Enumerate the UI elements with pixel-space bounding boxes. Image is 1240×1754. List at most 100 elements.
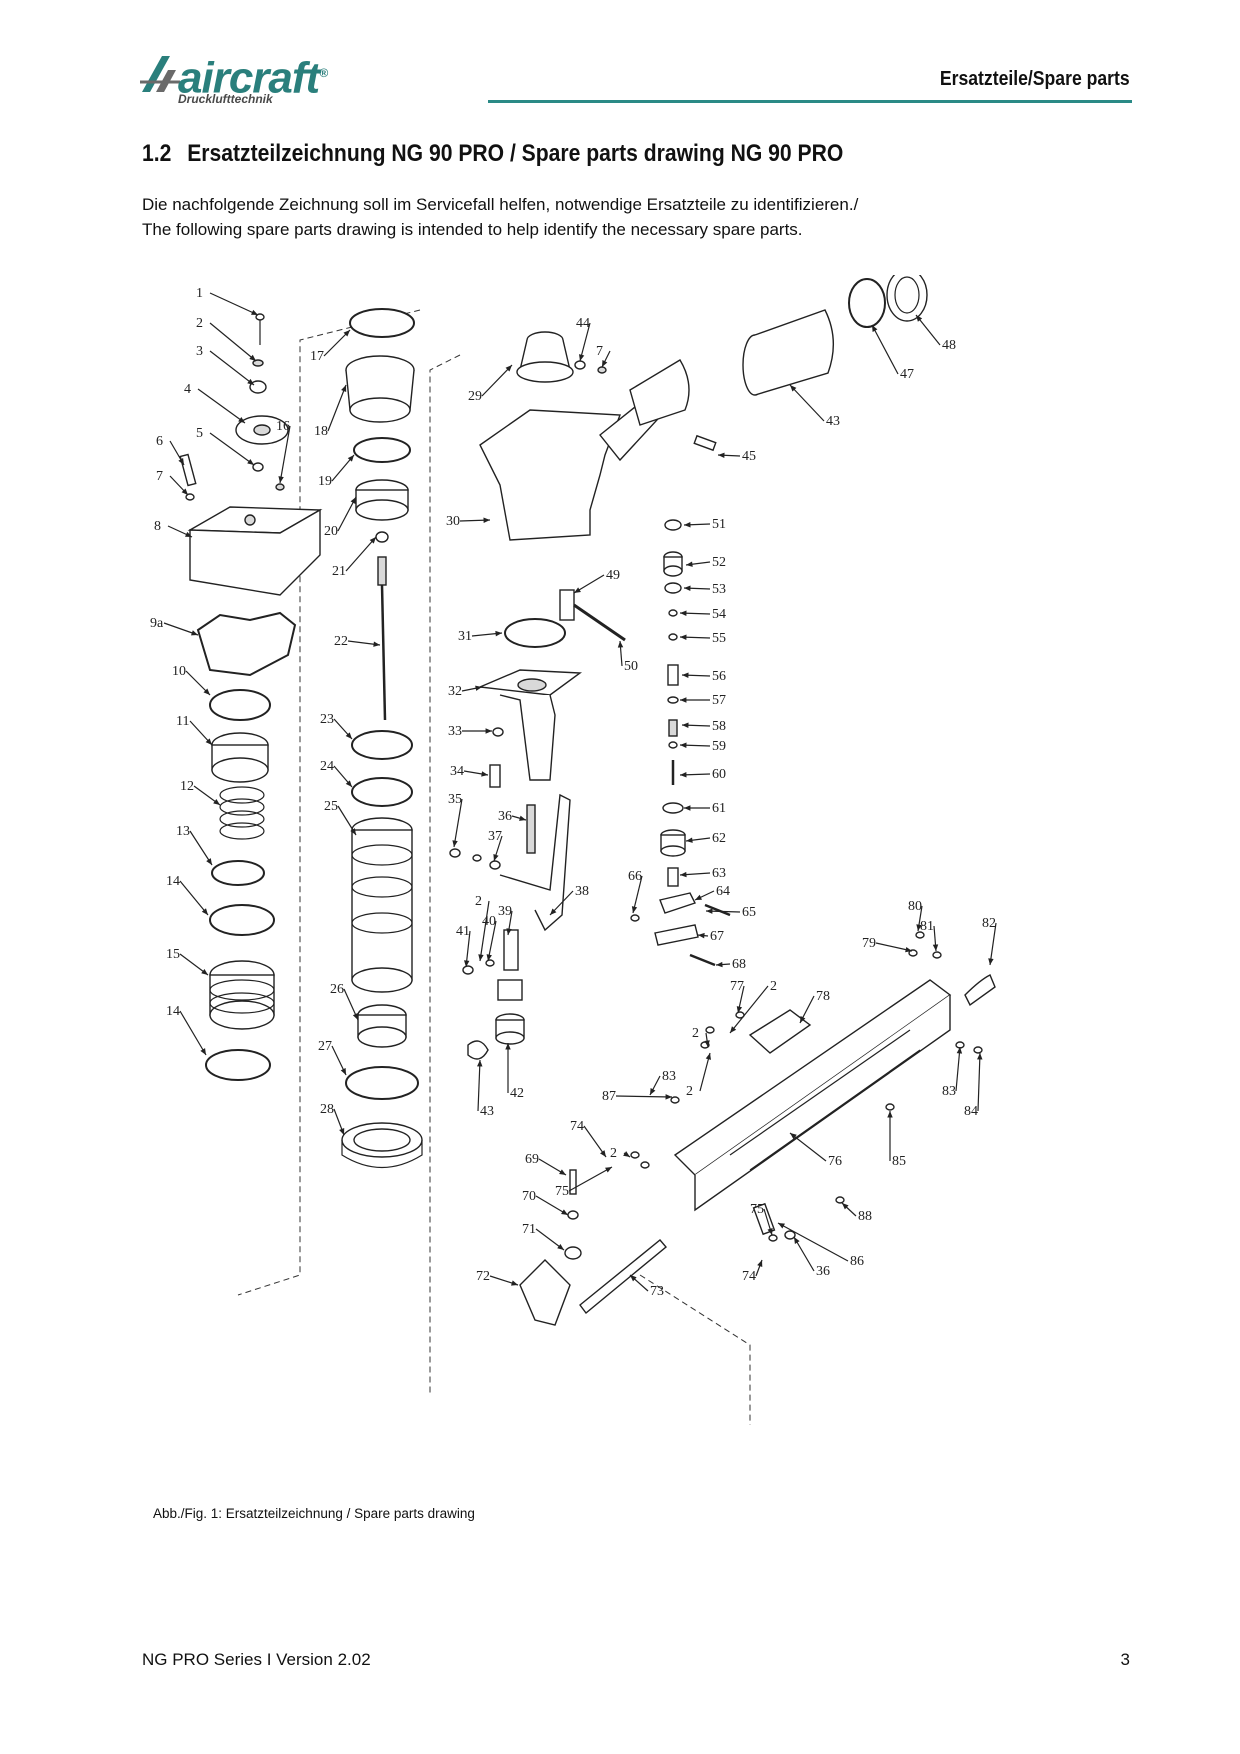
arrow-head-icon — [238, 417, 245, 423]
arrow-head-icon — [680, 610, 687, 616]
exploded-view-svg: 123456789a101112131415141617181920212223… — [150, 275, 997, 1425]
arrow-head-icon — [605, 1167, 612, 1173]
part-washer-2d — [705, 1026, 715, 1034]
arrow-head-icon — [617, 641, 624, 648]
callout-leader — [955, 1046, 961, 1092]
arrow-head-icon — [872, 325, 878, 332]
callout-leader — [699, 1052, 711, 1092]
arrow-head-icon — [602, 360, 608, 367]
callout-53: 53 — [683, 582, 726, 597]
callout-label: 76 — [828, 1154, 842, 1169]
arrow-head-icon — [213, 798, 220, 805]
arrow-head-icon — [201, 908, 208, 915]
arrow-head-icon — [205, 738, 212, 745]
callout-label: 16 — [276, 419, 290, 434]
part-valve-stem-56 — [667, 664, 679, 686]
callout-leader — [209, 350, 255, 386]
callout-label: 2 — [475, 894, 482, 909]
callout-leader — [871, 324, 899, 375]
intro-text: Die nachfolgende Zeichnung soll im Servi… — [142, 192, 1142, 242]
callout-label: 10 — [172, 664, 186, 679]
arrow-head-icon — [485, 728, 492, 734]
callout-leader — [327, 384, 347, 432]
footer-series: NG PRO Series I Version 2.02 — [142, 1650, 371, 1669]
callout-label: 77 — [730, 979, 744, 994]
callout-76: 76 — [789, 1132, 842, 1169]
callout-label: 84 — [964, 1104, 978, 1119]
callout-label: 30 — [446, 514, 460, 529]
arrow-head-icon — [511, 1280, 518, 1286]
part-bumper-26 — [357, 1004, 407, 1048]
callout-label: 57 — [712, 693, 726, 708]
callout-label: 27 — [318, 1039, 332, 1054]
part-trigger-lever-67 — [654, 924, 699, 946]
arrow-head-icon — [505, 1043, 511, 1050]
part-pin-69 — [569, 1169, 577, 1195]
callout-label: 5 — [196, 426, 203, 441]
callout-label: 2 — [770, 979, 777, 994]
callout-81: 81 — [920, 919, 939, 952]
callout-label: 83 — [662, 1069, 676, 1084]
callout-layer: 123456789a101112131415141617181920212223… — [150, 286, 997, 1299]
callout-45: 45 — [717, 449, 756, 464]
callout-2: 2 — [475, 894, 490, 962]
callout-15: 15 — [166, 947, 209, 976]
arrow-head-icon — [730, 1026, 737, 1033]
callout-24: 24 — [320, 759, 353, 788]
part-cylinder-ring-28 — [341, 1122, 423, 1169]
callout-label: 4 — [184, 382, 191, 397]
header-rule — [488, 100, 1132, 103]
callout-84: 84 — [964, 1052, 983, 1119]
callout-7: 7 — [156, 469, 189, 496]
part-trigger-64 — [659, 892, 696, 914]
arrow-head-icon — [794, 1237, 800, 1244]
arrow-head-icon — [716, 961, 723, 968]
part-bolt-34 — [489, 764, 501, 788]
callout-label: 24 — [320, 759, 334, 774]
callout-leader — [487, 920, 497, 962]
part-oring-31 — [504, 618, 566, 648]
callout-label: 39 — [498, 904, 512, 919]
part-spring-12 — [219, 786, 265, 840]
callout-leader — [977, 1052, 981, 1112]
callout-leader — [279, 425, 291, 484]
callout-label: 6 — [156, 434, 163, 449]
part-oring-24 — [351, 777, 413, 807]
section-title: Ersatzteilzeichnung NG 90 PRO / Spare pa… — [187, 140, 844, 167]
arrow-head-icon — [704, 1040, 710, 1047]
arrow-head-icon — [345, 780, 352, 787]
callout-74: 74 — [742, 1259, 763, 1284]
callout-label: 11 — [176, 714, 189, 729]
callout-48: 48 — [915, 314, 956, 353]
part-washer-2c — [768, 1234, 778, 1242]
callout-9a: 9a — [150, 616, 199, 636]
page-number: 3 — [1120, 1650, 1130, 1669]
part-spring-35 — [526, 804, 536, 854]
callout-label: 85 — [892, 1154, 906, 1169]
part-cylinder-cap-8 — [187, 506, 323, 596]
callout-17: 17 — [310, 329, 351, 364]
callout-label: 36 — [498, 809, 512, 824]
figure-caption: Abb./Fig. 1: Ersatzteilzeichnung / Spare… — [153, 1506, 475, 1521]
callout-label: 80 — [908, 899, 922, 914]
callout-31: 31 — [458, 629, 503, 644]
arrow-head-icon — [495, 630, 502, 637]
callout-2: 2 — [692, 1026, 710, 1048]
callout-label: 55 — [712, 631, 726, 646]
callout-label: 12 — [180, 779, 194, 794]
arrow-head-icon — [686, 561, 693, 567]
callout-label: 48 — [942, 338, 956, 353]
part-latch-72 — [519, 1259, 571, 1326]
callout-label: 75 — [555, 1184, 569, 1199]
callout-label: 54 — [712, 607, 726, 622]
callout-label: 38 — [575, 884, 589, 899]
callout-4: 4 — [184, 382, 246, 424]
callout-10: 10 — [172, 664, 211, 696]
callout-leader — [579, 322, 591, 362]
callout-3: 3 — [196, 344, 255, 386]
arrow-head-icon — [956, 1047, 963, 1054]
part-piston-20 — [355, 479, 409, 521]
arrow-head-icon — [698, 932, 705, 939]
part-nut-33 — [492, 727, 504, 737]
callout-59: 59 — [679, 739, 726, 754]
